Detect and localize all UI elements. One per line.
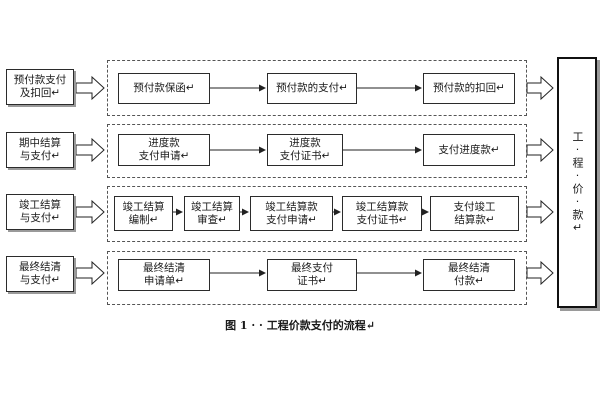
- step-completion-payment-certificate: 竣工结算款 支付证书↵: [342, 196, 422, 231]
- block-arrow-row-2: [75, 137, 105, 163]
- block-arrow-row-1: [75, 75, 105, 101]
- block-arrow-row-3: [75, 199, 105, 225]
- step-completion-payment-application: 竣工结算款 支付申请↵: [250, 196, 333, 231]
- target-project-price: 工·程·价·款↵: [557, 57, 597, 308]
- block-arrow-row-4: [75, 260, 105, 286]
- row-label-final-settlement: 最终结清 与支付↵: [6, 256, 74, 292]
- row-label-advance-payment: 预付款支付 及扣回↵: [6, 69, 74, 105]
- group-completion-settlement: [107, 186, 527, 242]
- row-label-completion-settlement: 竣工结算 与支付↵: [6, 194, 74, 230]
- step-completion-compilation: 竣工结算 编制↵: [114, 196, 173, 231]
- group-interim-settlement: [107, 124, 527, 178]
- step-final-payment-certificate: 最终支付 证书↵: [267, 259, 357, 291]
- step-pay-progress-payment: 支付进度款↵: [423, 134, 515, 166]
- group-advance-payment: [107, 60, 527, 116]
- step-completion-review: 竣工结算 审查↵: [184, 196, 240, 231]
- block-arrow-out-1: [526, 75, 554, 101]
- step-progress-payment-application: 进度款 支付申请↵: [118, 134, 210, 166]
- step-pay-completion-settlement: 支付竣工 结算款↵: [430, 196, 519, 231]
- step-final-settlement-payment: 最终结清 付款↵: [423, 259, 515, 291]
- block-arrow-out-4: [526, 260, 554, 286]
- step-progress-payment-certificate: 进度款 支付证书↵: [267, 134, 343, 166]
- step-advance-payment: 预付款的支付↵: [267, 73, 357, 104]
- block-arrow-out-2: [526, 137, 554, 163]
- block-arrow-out-3: [526, 199, 554, 225]
- row-label-interim-settlement: 期中结算 与支付↵: [6, 132, 74, 168]
- step-final-settlement-application: 最终结清 申请单↵: [118, 259, 210, 291]
- target-label: 工·程·价·款↵: [571, 130, 584, 235]
- figure-caption: 图 1 · · 工程价款支付的流程↵: [225, 319, 375, 332]
- step-advance-deduction: 预付款的扣回↵: [423, 73, 515, 104]
- step-advance-guarantee: 预付款保函↵: [118, 73, 210, 104]
- group-final-settlement: [107, 251, 527, 305]
